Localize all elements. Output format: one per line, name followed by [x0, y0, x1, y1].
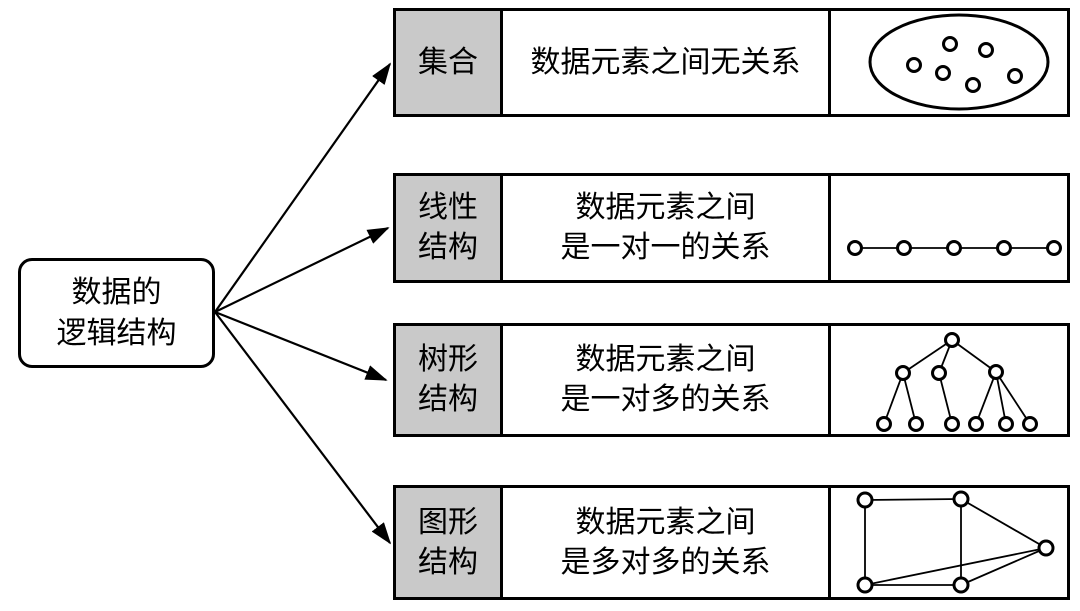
desc-cell-graph: 数据元素之间 是多对多的关系: [503, 488, 831, 597]
graph-node: [952, 576, 970, 594]
tree-leaf-node: [876, 416, 892, 432]
root-box: 数据的 逻辑结构: [18, 258, 215, 368]
label-cell-set: 集合: [396, 11, 503, 114]
label-graph-line2: 结构: [418, 545, 478, 579]
linear-node: [896, 240, 912, 256]
tree-leaf-node: [998, 416, 1014, 432]
label-linear-line2: 结构: [418, 231, 478, 264]
tree-root-node: [944, 332, 960, 348]
tree-leaf-node: [944, 416, 960, 432]
tree-structure-icon: [876, 332, 1038, 432]
tree-edge: [975, 371, 997, 425]
set-dot: [935, 65, 951, 81]
set-dot: [965, 77, 981, 93]
graph-edge: [864, 498, 962, 501]
tree-node: [895, 365, 911, 381]
row-linear: 线性 结构 数据元素之间 是一对一的关系: [393, 173, 1070, 283]
set-dot: [1007, 68, 1023, 84]
linear-node: [996, 240, 1012, 256]
row-tree: 树形 结构 数据元素之间 是一对多的关系: [393, 323, 1070, 437]
tree-leaf-node: [908, 416, 924, 432]
tree-node: [931, 365, 947, 381]
label-graph-line1: 图形: [418, 505, 478, 539]
desc-tree-line1: 数据元素之间: [575, 343, 756, 376]
arrow-to-row-graph: [214, 311, 392, 545]
label-tree-line1: 树形: [418, 343, 478, 376]
set-dot: [906, 57, 922, 73]
illus-cell-graph: [831, 488, 1067, 597]
illus-cell-linear: [831, 176, 1067, 280]
graph-edge: [864, 547, 1047, 586]
desc-graph-line1: 数据元素之间: [575, 505, 756, 539]
linear-structure-icon: [847, 240, 1062, 256]
linear-node: [847, 240, 863, 256]
tree-edge: [902, 339, 953, 374]
graph-structure-icon: [856, 490, 1055, 594]
graph-edge: [960, 547, 1047, 586]
desc-set-line1: 数据元素之间无关系: [530, 45, 801, 79]
label-cell-graph: 图形 结构: [396, 488, 503, 597]
root-box-line1: 数据的: [71, 276, 162, 309]
tree-edge: [883, 372, 904, 425]
desc-linear-line2: 是一对一的关系: [560, 231, 771, 264]
tree-node: [988, 364, 1004, 380]
tree-edge: [995, 371, 1031, 425]
label-cell-linear: 线性 结构: [396, 176, 503, 280]
row-set: 集合 数据元素之间无关系: [393, 8, 1070, 117]
label-linear-line1: 线性: [418, 191, 478, 224]
row-graph: 图形 结构 数据元素之间 是多对多的关系: [393, 485, 1070, 600]
set-dot: [978, 42, 994, 58]
desc-graph-line2: 是多对多的关系: [560, 545, 771, 579]
linear-node: [946, 240, 962, 256]
tree-edge: [938, 372, 953, 425]
label-set-line1: 集合: [418, 45, 478, 79]
set-diagram-icon: [868, 13, 1050, 111]
arrow-to-row-linear: [214, 227, 390, 313]
illus-cell-tree: [831, 326, 1067, 434]
label-tree-line2: 结构: [418, 383, 478, 416]
desc-cell-linear: 数据元素之间 是一对一的关系: [503, 176, 831, 280]
graph-node: [856, 491, 874, 509]
graph-edge: [960, 498, 1047, 549]
desc-cell-set: 数据元素之间无关系: [503, 11, 831, 114]
tree-edge: [902, 372, 917, 425]
desc-linear-line1: 数据元素之间: [575, 191, 756, 224]
tree-leaf-node: [968, 416, 984, 432]
graph-node: [856, 576, 874, 594]
graph-node: [1037, 539, 1055, 557]
arrow-to-row-set: [214, 62, 392, 313]
linear-node: [1046, 240, 1062, 256]
illus-cell-set: [831, 11, 1067, 114]
label-cell-tree: 树形 结构: [396, 326, 503, 434]
desc-cell-tree: 数据元素之间 是一对多的关系: [503, 326, 831, 434]
arrow-to-row-tree: [214, 310, 388, 382]
set-ellipse: [868, 13, 1050, 111]
graph-node: [952, 490, 970, 508]
tree-edge: [951, 339, 997, 373]
tree-leaf-node: [1022, 416, 1038, 432]
set-dot: [942, 36, 958, 52]
tree-edge: [995, 371, 1007, 425]
root-box-line2: 逻辑结构: [56, 317, 177, 350]
desc-tree-line2: 是一对多的关系: [560, 383, 771, 416]
